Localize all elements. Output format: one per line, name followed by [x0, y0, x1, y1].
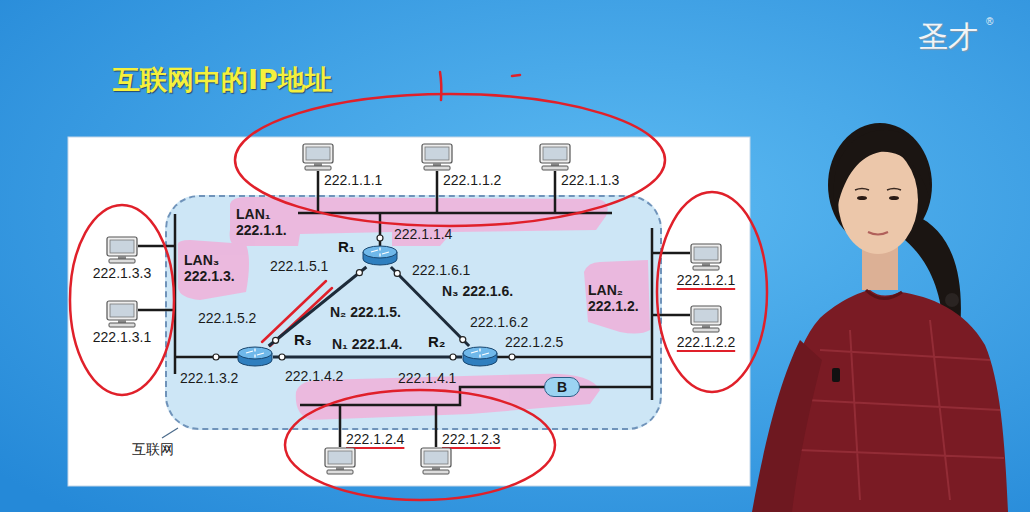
interface-dot: [273, 337, 279, 343]
lan-label: LAN₁ 222.1.1.: [236, 206, 287, 238]
computer-icon: [539, 143, 571, 171]
lan-bus-lines: [138, 171, 690, 447]
host-computer: 222.1.1.2: [421, 143, 501, 188]
ip-address: 222.1.3.1: [93, 329, 151, 345]
interface-dots: [213, 235, 515, 360]
computer-icon: [420, 447, 452, 475]
highlight-bands: [178, 197, 650, 420]
bridge-name: B: [557, 379, 567, 395]
ip-address: 222.1.3.3: [93, 265, 151, 281]
computer-icon: [690, 243, 722, 271]
router-icon: [362, 245, 398, 267]
interface-dot: [356, 270, 362, 276]
host-computer: 222.1.1.1: [302, 143, 382, 188]
ip-address: 222.1.2.2: [677, 334, 735, 350]
interface-dot: [279, 354, 285, 360]
host-computer: 222.1.2.1: [677, 243, 735, 288]
ip-address: 222.1.1.2: [421, 172, 501, 188]
diagram-panel: [68, 137, 750, 486]
presenter: [752, 123, 1008, 512]
host-computer: 222.1.3.1: [93, 300, 151, 345]
host-computer: 222.1.1.3: [539, 143, 619, 188]
host-computer: 222.1.2.2: [677, 305, 735, 350]
hand-underline: [677, 350, 735, 352]
ip-address: 222.1.2.1: [677, 272, 735, 288]
computer-icon: [106, 236, 138, 264]
network-link: [273, 356, 462, 359]
ip-address: 222.1.2.4: [324, 431, 404, 447]
router: R₁: [362, 245, 398, 267]
computer-icon: [421, 143, 453, 171]
ip-address: 222.1.1.3: [539, 172, 619, 188]
hand-underline: [677, 288, 735, 290]
interface-dot: [460, 337, 466, 343]
host-computer: 222.1.3.3: [93, 236, 151, 281]
leader-line: [162, 428, 178, 438]
router: R₂: [462, 346, 498, 368]
hand-underline: [346, 447, 404, 449]
network-link: [269, 267, 367, 346]
network-label: N₁ 222.1.4.: [330, 336, 334, 352]
ip-address: 222.1.2.3: [420, 431, 500, 447]
bridge: B: [544, 377, 580, 397]
hand-underline: [442, 447, 500, 449]
computer-icon: [324, 447, 356, 475]
hand-annotations: [70, 72, 767, 500]
network-label: N₃ 222.1.6.: [440, 283, 444, 299]
ip-address: 222.1.1.1: [302, 172, 382, 188]
router: R₃: [237, 346, 273, 368]
lan-label: LAN₃ 222.1.3.: [184, 252, 235, 284]
computer-icon: [690, 305, 722, 333]
network-label: N₂ 222.1.5.: [328, 304, 332, 320]
host-computer: 222.1.2.3: [420, 430, 500, 475]
network-link: [391, 267, 469, 346]
interface-dot: [450, 354, 456, 360]
router-icon: [237, 346, 273, 368]
router-icon: [462, 346, 498, 368]
interface-dot: [394, 270, 400, 276]
computer-icon: [106, 300, 138, 328]
lan-label: LAN₂ 222.1.2.: [588, 282, 639, 314]
computer-icon: [302, 143, 334, 171]
host-computer: 222.1.2.4: [324, 430, 404, 475]
